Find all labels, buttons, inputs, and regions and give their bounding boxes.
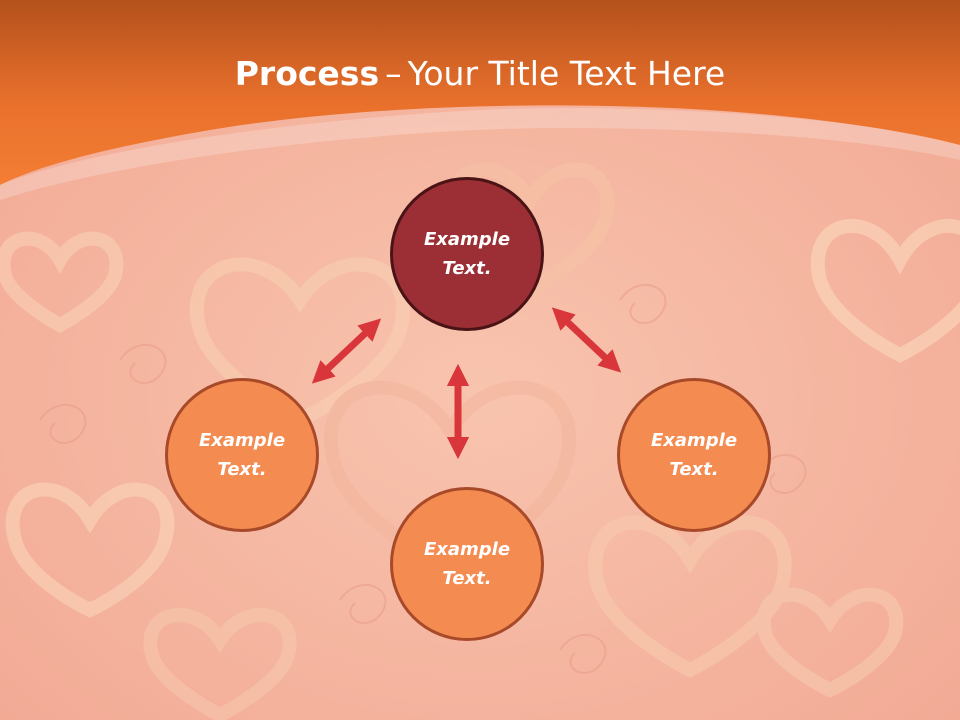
- node-label: Example Text.: [423, 539, 511, 589]
- title-separator: –: [385, 54, 402, 93]
- node-label: Example Text.: [423, 229, 511, 279]
- slide-title: Process–Your Title Text Here: [0, 52, 960, 96]
- node-label: Example Text.: [650, 430, 738, 480]
- header-swoosh: [0, 108, 960, 200]
- process-node-top[interactable]: Example Text.: [390, 177, 544, 331]
- title-bold: Process: [234, 54, 380, 93]
- swirl-pattern: [39, 283, 807, 674]
- node-label: Example Text.: [198, 430, 286, 480]
- process-node-right[interactable]: Example Text.: [617, 378, 771, 532]
- header-band: [0, 0, 960, 185]
- process-node-bottom[interactable]: Example Text.: [390, 487, 544, 641]
- arrow-top-left: [311, 318, 382, 384]
- title-rest: Your Title Text Here: [407, 54, 726, 93]
- process-node-left[interactable]: Example Text.: [165, 378, 319, 532]
- arrow-top-right: [551, 307, 622, 373]
